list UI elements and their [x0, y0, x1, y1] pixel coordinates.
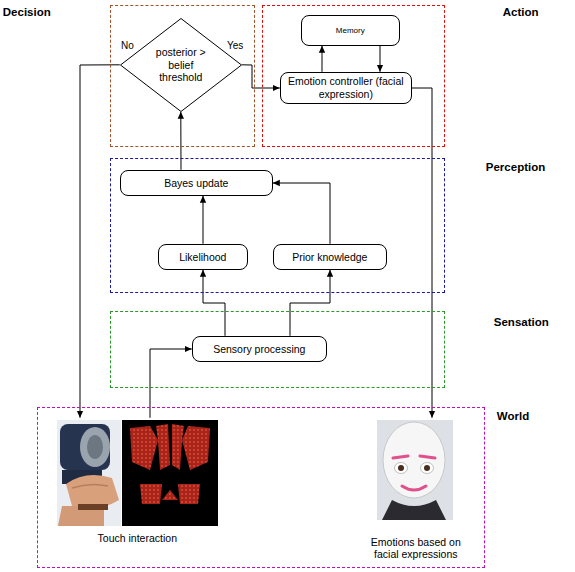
flow-arrow — [380, 46, 381, 72]
section-heading: Action — [503, 6, 539, 18]
process-box: Likelihood — [158, 244, 248, 270]
sensation-group: SensationSensory processing — [110, 311, 445, 388]
diamond-shape — [120, 18, 241, 111]
process-box: Bayes update — [120, 170, 273, 196]
flow-arrow — [80, 65, 120, 418]
tactile-sensor-map — [122, 420, 218, 526]
node-label: posterior > belief threshold — [153, 46, 209, 84]
flow-arrow — [322, 46, 323, 72]
robot-face-picture — [377, 420, 453, 520]
controller-box: Emotion controller (facial expression) — [280, 72, 412, 104]
node-label: Prior knowledge — [292, 251, 367, 264]
touch-panel: Touch interaction — [50, 418, 225, 548]
node-label: Emotion controller (facial expression) — [286, 75, 406, 100]
process-box: Prior knowledge — [273, 244, 387, 270]
process-box: Sensory processing — [192, 336, 327, 362]
section-heading: Perception — [486, 161, 545, 173]
touch-device-picture — [57, 420, 121, 526]
node-label: Memory — [336, 26, 365, 36]
node-label: Likelihood — [179, 251, 226, 264]
section-heading: Decision — [3, 6, 51, 18]
node-label: Bayes update — [164, 177, 228, 190]
world-group: WorldTouch interactionEmotions based on … — [37, 407, 485, 568]
flow-arrow — [290, 270, 330, 336]
picture-caption: Emotions based on facial expressions — [366, 536, 466, 561]
flow-arrow — [203, 196, 204, 244]
node-label: Sensory processing — [213, 343, 305, 356]
edge-label: No — [120, 40, 135, 51]
decision-group: Decisionposterior > belief threshold — [110, 5, 255, 147]
flow-arrow — [412, 88, 432, 418]
flow-arrow — [203, 270, 225, 336]
robot-face-panel: Emotions based on facial expressions — [360, 418, 472, 564]
flow-arrow — [180, 112, 181, 170]
flow-arrow — [242, 65, 280, 88]
perception-group: PerceptionBayes updateLikelihoodPrior kn… — [110, 158, 445, 293]
flow-arrow — [273, 183, 330, 244]
decision-diamond: posterior > belief threshold — [120, 18, 242, 112]
picture-caption: Touch interaction — [98, 532, 177, 545]
section-heading: World — [497, 410, 529, 422]
action-group: ActionMemoryEmotion controller (facial e… — [262, 5, 445, 147]
memory-box: Memory — [301, 15, 400, 46]
edge-label: Yes — [226, 40, 244, 51]
section-heading: Sensation — [494, 316, 549, 328]
